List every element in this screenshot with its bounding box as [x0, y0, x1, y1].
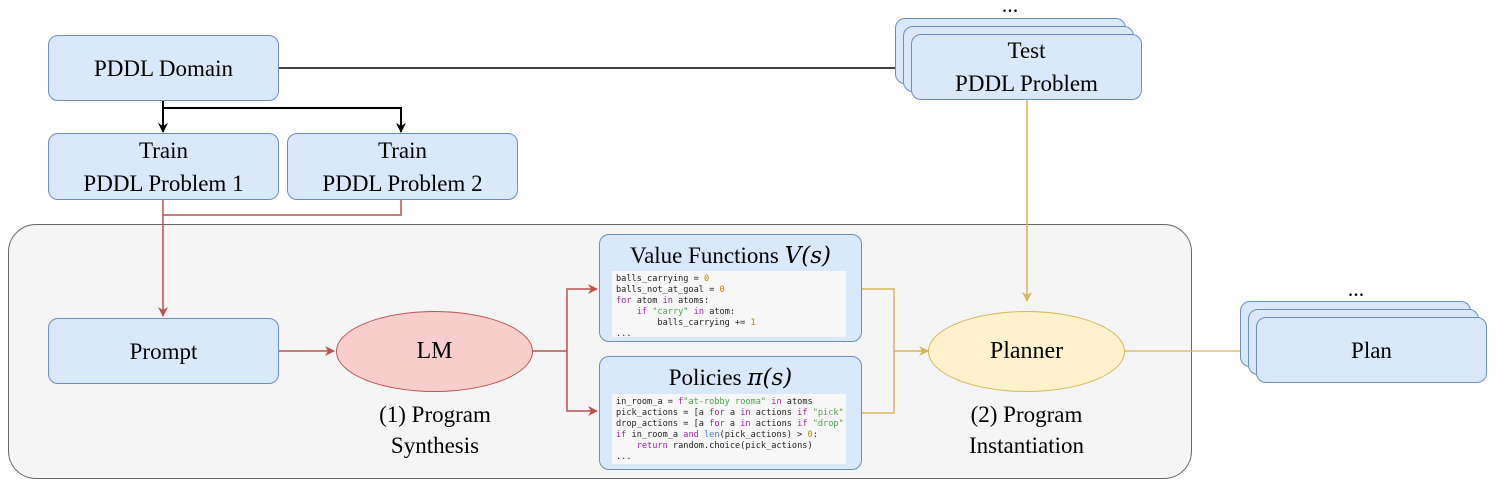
arrow-train2-merge — [163, 200, 402, 216]
test-ellipsis: ... — [1001, 0, 1019, 17]
instantiation-caption: (2) Program Instantiation — [930, 399, 1123, 461]
pddl-domain-box: PDDL Domain — [48, 35, 279, 101]
arrow-lm-value — [533, 284, 598, 352]
lm-ellipse: LM — [336, 311, 533, 392]
arrow-value-planner — [862, 288, 929, 356]
plan-box: Plan — [1256, 317, 1487, 383]
plan-ellipsis: ... — [1347, 276, 1365, 301]
planner-label: Planner — [989, 338, 1064, 364]
value-function-symbol: V(s) — [784, 243, 831, 269]
arrow-domain-train2 — [163, 107, 406, 133]
value-functions-title: Value Functions V(s) — [630, 243, 831, 269]
prompt-label: Prompt — [129, 338, 198, 364]
arrow-lm-policy — [566, 351, 598, 416]
train-problem-1-box: Train PDDL Problem 1 — [48, 133, 279, 200]
arrow-policy-planner — [862, 351, 895, 414]
synthesis-caption-line2: Synthesis — [390, 433, 480, 458]
policies-title: Policies π(s) — [668, 365, 793, 391]
test-problem-box: Test PDDL Problem — [911, 34, 1142, 100]
instantiation-caption-line2: Instantiation — [969, 433, 1084, 458]
plan-label: Plan — [1351, 337, 1392, 363]
train-problem-2-box: Train PDDL Problem 2 — [287, 133, 518, 200]
train-problem-1-line1: Train — [139, 137, 188, 163]
test-problem-line1: Test — [1007, 38, 1046, 63]
pddl-domain-label: PDDL Domain — [93, 55, 234, 81]
train-problem-2-line1: Train — [378, 137, 427, 163]
instantiation-caption-line1: (2) Program — [970, 402, 1083, 427]
train-problem-1-line2: PDDL Problem 1 — [83, 170, 244, 196]
synthesis-caption-line1: (1) Program — [379, 402, 491, 427]
planner-ellipse: Planner — [928, 311, 1125, 392]
lm-label: LM — [416, 338, 453, 364]
train-problem-2-line2: PDDL Problem 2 — [322, 170, 483, 196]
test-problem-line2: PDDL Problem — [955, 71, 1098, 96]
synthesis-caption: (1) Program Synthesis — [340, 399, 530, 461]
policy-symbol: π(s) — [747, 365, 793, 391]
prompt-box: Prompt — [48, 318, 279, 384]
